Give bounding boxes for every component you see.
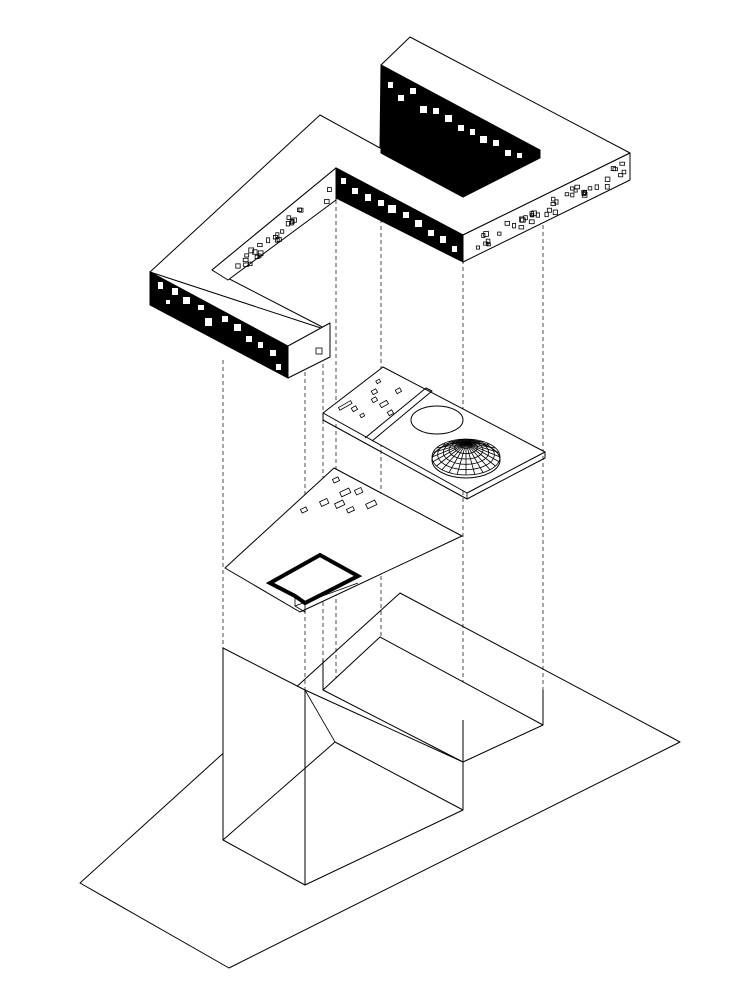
dome-base bbox=[431, 441, 501, 479]
speckle-opening bbox=[570, 192, 575, 198]
speckle-opening bbox=[289, 219, 294, 226]
speckle-opening bbox=[604, 176, 611, 182]
speckle-opening bbox=[619, 161, 626, 166]
dome-rib bbox=[436, 442, 467, 467]
lower-plinth-volume bbox=[222, 647, 464, 886]
speckle-opening bbox=[257, 253, 262, 259]
speckle-opening bbox=[475, 245, 480, 250]
speckle-opening bbox=[564, 192, 570, 197]
dome-rib bbox=[465, 442, 500, 463]
dome-rib bbox=[456, 442, 467, 475]
speckle-opening bbox=[528, 219, 535, 225]
floor-openings bbox=[337, 378, 403, 419]
dome-rib bbox=[465, 442, 491, 470]
middle-floor-plate bbox=[224, 467, 463, 613]
dome-rib bbox=[465, 442, 491, 445]
speckle-opening bbox=[550, 202, 556, 206]
dome-rib bbox=[433, 442, 467, 453]
facade-speckle-openings bbox=[235, 161, 627, 269]
dome-rib bbox=[465, 442, 496, 467]
dome-rib bbox=[448, 442, 467, 473]
facade-windows bbox=[158, 82, 522, 370]
dome-rib bbox=[465, 442, 501, 458]
speckle-opening bbox=[235, 263, 241, 269]
speckle-opening bbox=[594, 184, 600, 190]
speckle-opening bbox=[298, 207, 304, 213]
speckle-opening bbox=[604, 184, 610, 190]
speckle-opening bbox=[570, 186, 575, 191]
speckle-opening bbox=[535, 212, 541, 218]
dome-rib bbox=[465, 442, 476, 475]
speckle-opening bbox=[254, 254, 260, 260]
speckle-opening bbox=[546, 207, 552, 213]
speckle-opening bbox=[551, 196, 556, 202]
speckle-opening bbox=[252, 249, 258, 255]
speckle-opening bbox=[243, 262, 249, 267]
dome-rib bbox=[432, 442, 467, 463]
speckle-opening bbox=[248, 247, 255, 254]
speckle-opening bbox=[544, 211, 549, 218]
speckle-opening bbox=[324, 198, 330, 205]
speckle-opening bbox=[266, 237, 271, 244]
speckle-opening bbox=[285, 220, 290, 227]
speckle-opening bbox=[523, 215, 528, 221]
speckle-opening bbox=[483, 231, 489, 237]
floor-circle-opening bbox=[410, 405, 464, 435]
speckle-opening bbox=[581, 191, 588, 198]
speckle-opening bbox=[327, 187, 332, 192]
speckle-opening bbox=[621, 169, 627, 175]
speckle-opening bbox=[242, 257, 249, 263]
speckle-opening bbox=[497, 231, 502, 236]
speckle-opening bbox=[618, 173, 624, 178]
speckle-opening bbox=[276, 237, 282, 242]
dome-rib bbox=[465, 442, 499, 453]
dome-rib bbox=[465, 442, 484, 473]
upper-plinth-volume bbox=[322, 636, 544, 763]
dome-rib bbox=[431, 442, 467, 458]
floor-openings bbox=[299, 476, 378, 514]
dome-rib bbox=[441, 442, 467, 470]
speckle-opening bbox=[610, 166, 617, 172]
speckle-opening bbox=[512, 223, 517, 229]
speckle-opening bbox=[244, 253, 250, 258]
stair-frame bbox=[265, 552, 363, 613]
speckle-opening bbox=[257, 242, 263, 248]
speckle-opening bbox=[530, 213, 535, 218]
speckle-opening bbox=[518, 225, 525, 230]
speckle-opening bbox=[552, 209, 558, 216]
dome bbox=[431, 438, 501, 479]
upper-floor-plate bbox=[322, 366, 546, 500]
speckle-opening bbox=[587, 186, 593, 191]
speckle-opening bbox=[574, 184, 580, 190]
speckle-opening bbox=[554, 199, 559, 205]
roof-ring bbox=[149, 36, 631, 379]
dome-rib bbox=[441, 442, 467, 445]
speckle-opening bbox=[486, 242, 491, 247]
speckle-opening bbox=[504, 220, 510, 226]
speckle-opening bbox=[286, 215, 292, 220]
speckle-opening bbox=[485, 238, 491, 245]
facade-middle bbox=[335, 167, 464, 263]
speckle-opening bbox=[280, 229, 285, 234]
